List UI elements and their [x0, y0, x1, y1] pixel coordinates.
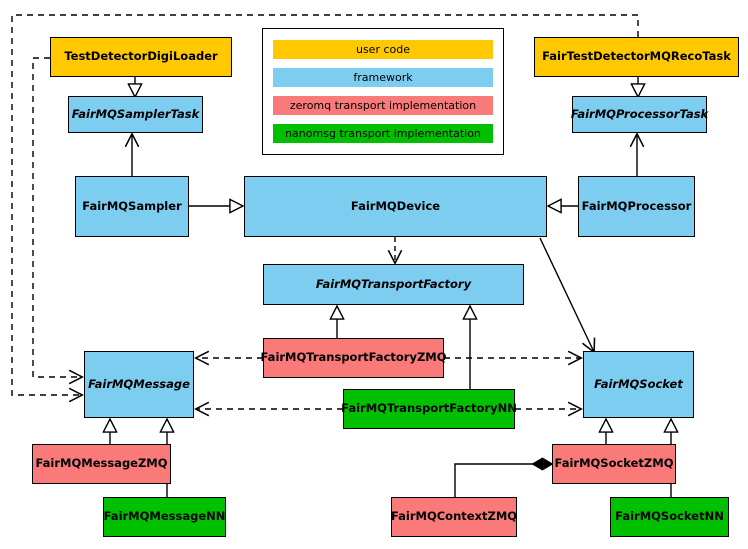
edge-device-to-socket: [539, 237, 594, 352]
class-box-fairmqcontextzmq[interactable]: FairMQContextZMQ: [391, 497, 517, 537]
class-box-label: TestDetectorDigiLoader: [64, 49, 218, 64]
class-box-label: FairMQSocket: [594, 376, 683, 391]
class-box-fairmqmessage[interactable]: FairMQMessage: [84, 351, 194, 418]
class-box-fairtestdetectormqrecotask[interactable]: FairTestDetectorMQRecoTask: [534, 37, 739, 77]
class-box-label: FairMQSocketZMQ: [554, 456, 674, 471]
legend-item-nanomsg: nanomsg transport implementation: [273, 124, 493, 144]
class-box-label: FairMQMessageNN: [103, 509, 226, 524]
class-box-label: FairMQTransportFactoryNN: [341, 401, 517, 416]
class-box-label: FairMQSampler: [82, 198, 182, 213]
class-box-label: FairMQDevice: [350, 198, 441, 213]
legend-label-nanomsg: nanomsg transport implementation: [285, 127, 481, 141]
class-box-fairmqdevice[interactable]: FairMQDevice: [244, 176, 547, 237]
class-box-testdetectordigiloader[interactable]: TestDetectorDigiLoader: [50, 37, 232, 77]
class-box-label: FairMQProcessorTask: [570, 106, 709, 121]
class-box-label: FairMQTransportFactory: [315, 276, 472, 291]
legend-item-zeromq: zeromq transport implementation: [273, 96, 493, 116]
legend-item-framework: framework: [273, 67, 493, 87]
class-box-fairmqmessagezmq[interactable]: FairMQMessageZMQ: [32, 444, 171, 484]
class-box-label: FairMQProcessor: [581, 198, 692, 213]
class-box-label: FairMQSamplerTask: [71, 106, 200, 121]
class-box-label: FairMQSocketNN: [615, 509, 724, 524]
class-box-label: FairMQMessageZMQ: [35, 456, 168, 471]
class-box-fairmqtransportfactoryzmq[interactable]: FairMQTransportFactoryZMQ: [260, 338, 447, 378]
legend-label-framework: framework: [353, 70, 413, 84]
legend-panel: user code framework zeromq transport imp…: [262, 28, 504, 155]
edge-socketzmq-composes-contextzmq: [454, 464, 551, 497]
class-box-fairmqtransportfactory[interactable]: FairMQTransportFactory: [263, 264, 524, 305]
class-box-fairmqsamplertask[interactable]: FairMQSamplerTask: [68, 96, 203, 133]
legend-item-user-code: user code: [273, 39, 493, 59]
class-box-fairmqsampler[interactable]: FairMQSampler: [75, 176, 189, 237]
legend-label-zeromq: zeromq transport implementation: [289, 99, 477, 113]
class-box-fairmqsocket[interactable]: FairMQSocket: [583, 351, 694, 418]
class-box-fairmqprocessor[interactable]: FairMQProcessor: [578, 176, 695, 237]
class-box-fairmqmessagenn[interactable]: FairMQMessageNN: [103, 497, 226, 537]
class-box-label: FairMQContextZMQ: [390, 509, 518, 524]
class-box-label: FairTestDetectorMQRecoTask: [542, 49, 731, 64]
class-box-fairmqsocketzmq[interactable]: FairMQSocketZMQ: [552, 444, 676, 484]
class-box-label: FairMQTransportFactoryZMQ: [260, 350, 447, 365]
class-box-label: FairMQMessage: [88, 376, 190, 391]
class-box-fairmqprocessortask[interactable]: FairMQProcessorTask: [570, 96, 709, 133]
class-box-fairmqsocketnn[interactable]: FairMQSocketNN: [610, 497, 729, 537]
legend-label-user-code: user code: [355, 42, 411, 56]
class-box-fairmqtransportfactorynn[interactable]: FairMQTransportFactoryNN: [341, 389, 517, 429]
